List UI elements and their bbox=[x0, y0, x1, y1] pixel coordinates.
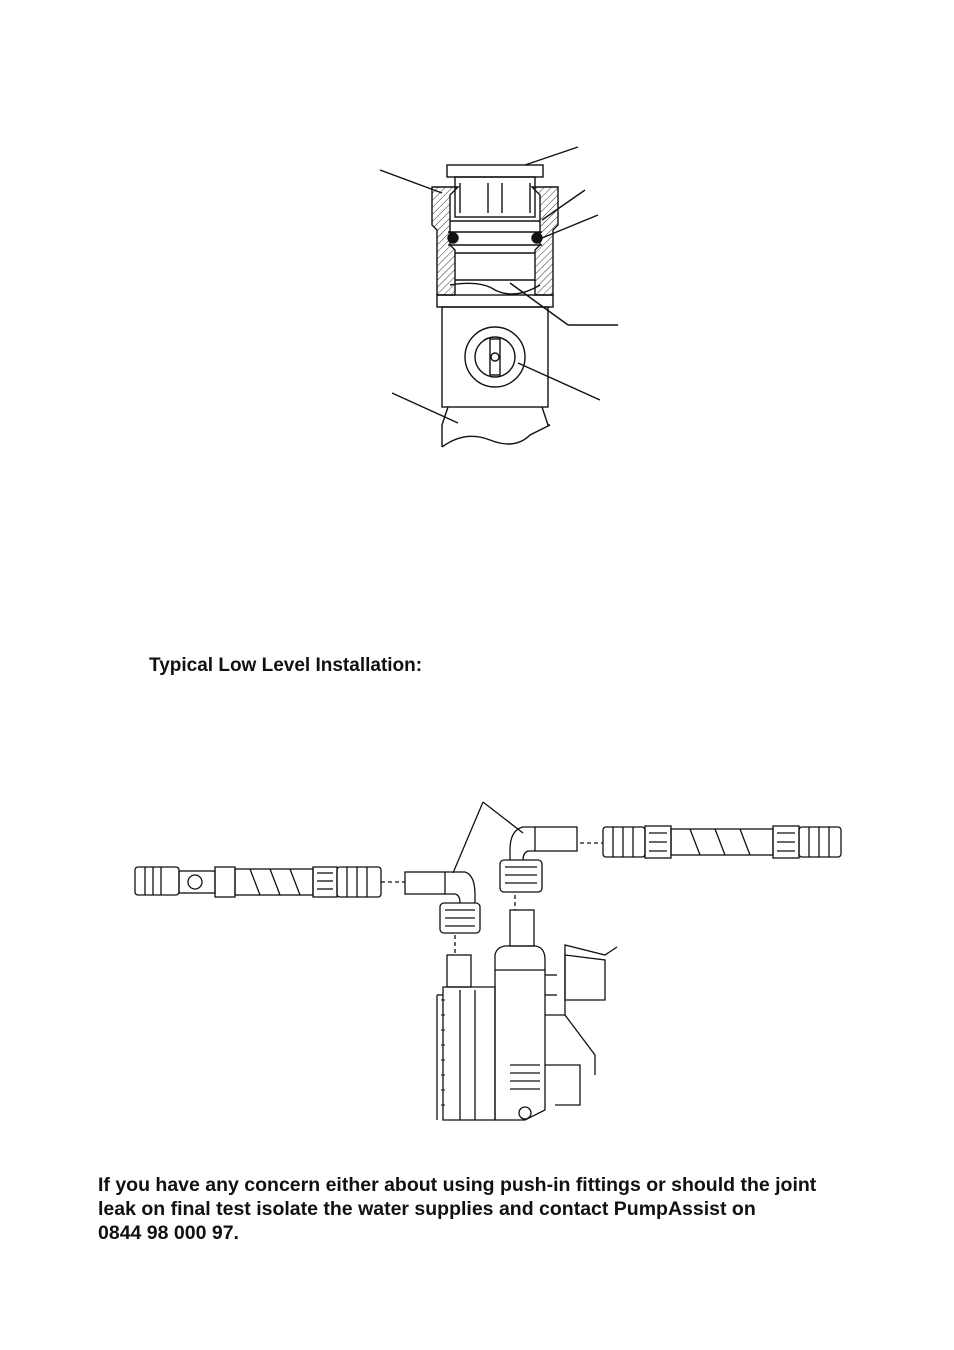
low-level-installation-diagram bbox=[125, 795, 855, 1135]
contact-notice: If you have any concern either about usi… bbox=[98, 1173, 878, 1245]
notice-line-3: 0844 98 000 97. bbox=[98, 1222, 239, 1244]
section-heading: Typical Low Level Installation: bbox=[149, 655, 423, 676]
installation-svg bbox=[134, 801, 842, 1121]
notice-line-1: If you have any concern either about usi… bbox=[98, 1174, 817, 1196]
left-hose bbox=[134, 866, 382, 898]
pump-body bbox=[436, 944, 618, 1121]
notice-line-2: leak on final test isolate the water sup… bbox=[98, 1198, 756, 1220]
fitting-cross-section-diagram bbox=[370, 135, 630, 460]
right-hose bbox=[602, 825, 842, 859]
fitting-cross-section-svg bbox=[379, 146, 618, 448]
collet-top bbox=[446, 164, 544, 178]
